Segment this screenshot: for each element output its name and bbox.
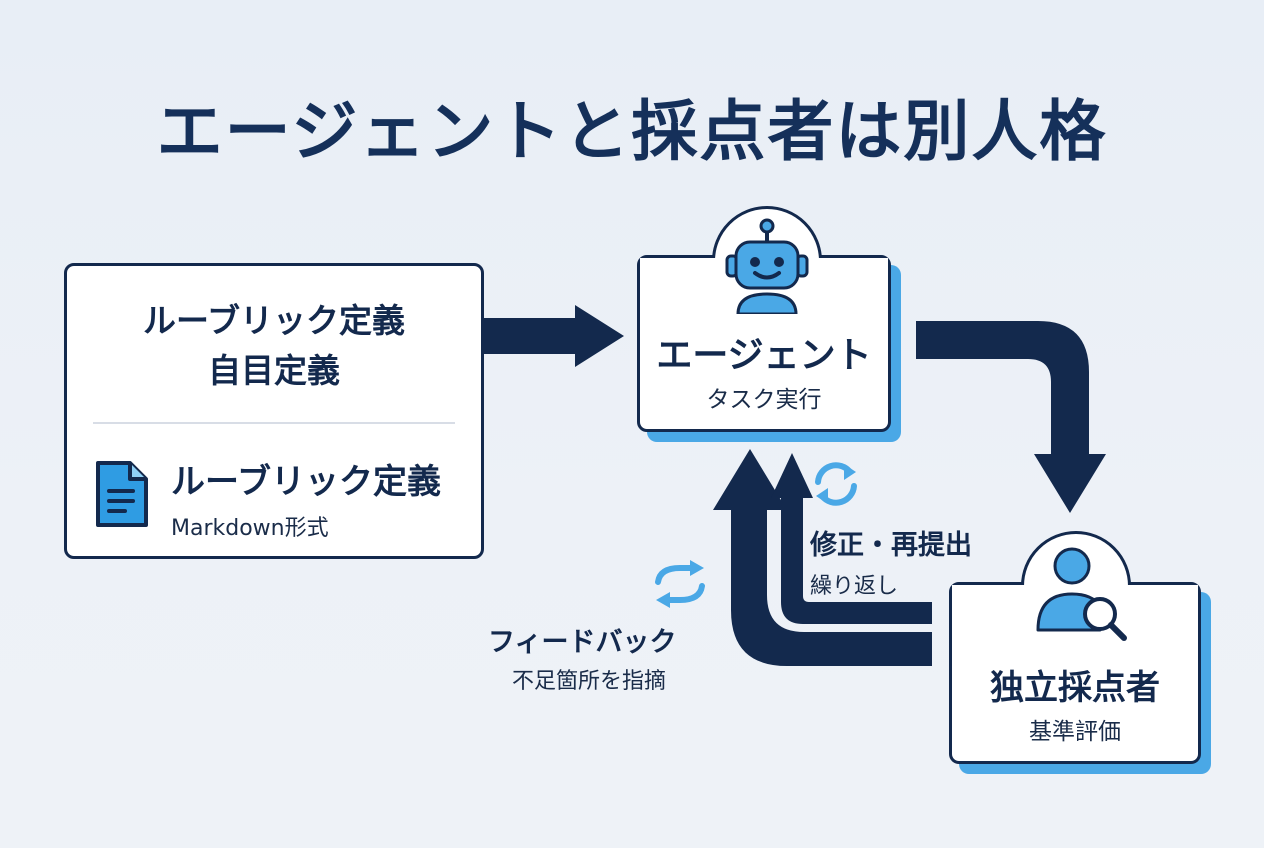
- revise-label: 修正・再提出: [810, 530, 972, 561]
- agent-subtitle: タスク実行: [706, 387, 822, 413]
- rubric-item-title: ルーブリック定義: [171, 462, 441, 502]
- refresh-icon: [655, 560, 705, 608]
- page-title: エージェントと採点者は別人格: [156, 93, 1108, 170]
- rubric-title-line1: ルーブリック定義: [142, 301, 406, 340]
- agent-title: エージェント: [656, 335, 872, 376]
- rubric-item-subtitle: Markdown形式: [171, 516, 329, 541]
- grader-title: 独立採点者: [990, 668, 1160, 708]
- arrow-feedback: [713, 449, 932, 666]
- refresh-icon: [815, 462, 857, 506]
- user-search-icon: [1036, 547, 1127, 641]
- feedback-label: フィードバック: [488, 627, 677, 658]
- grader-subtitle: 基準評価: [1029, 719, 1121, 745]
- revise-sublabel: 繰り返し: [810, 574, 899, 599]
- document-icon: [96, 461, 148, 527]
- rubric-divider: [93, 422, 455, 424]
- rubric-card-title: ルーブリック定義 自目定義: [67, 296, 481, 396]
- rubric-title-line2: 自目定義: [208, 351, 340, 390]
- arrow-agent-to-grader: [916, 321, 1106, 513]
- rubric-card: ルーブリック定義 自目定義 ルーブリック定義 Markdown形式: [64, 263, 484, 559]
- arrow-rubric-to-agent: [484, 305, 624, 367]
- arrow-revise: [771, 453, 932, 624]
- feedback-sublabel: 不足箇所を指摘: [512, 669, 667, 694]
- robot-icon: [725, 218, 809, 314]
